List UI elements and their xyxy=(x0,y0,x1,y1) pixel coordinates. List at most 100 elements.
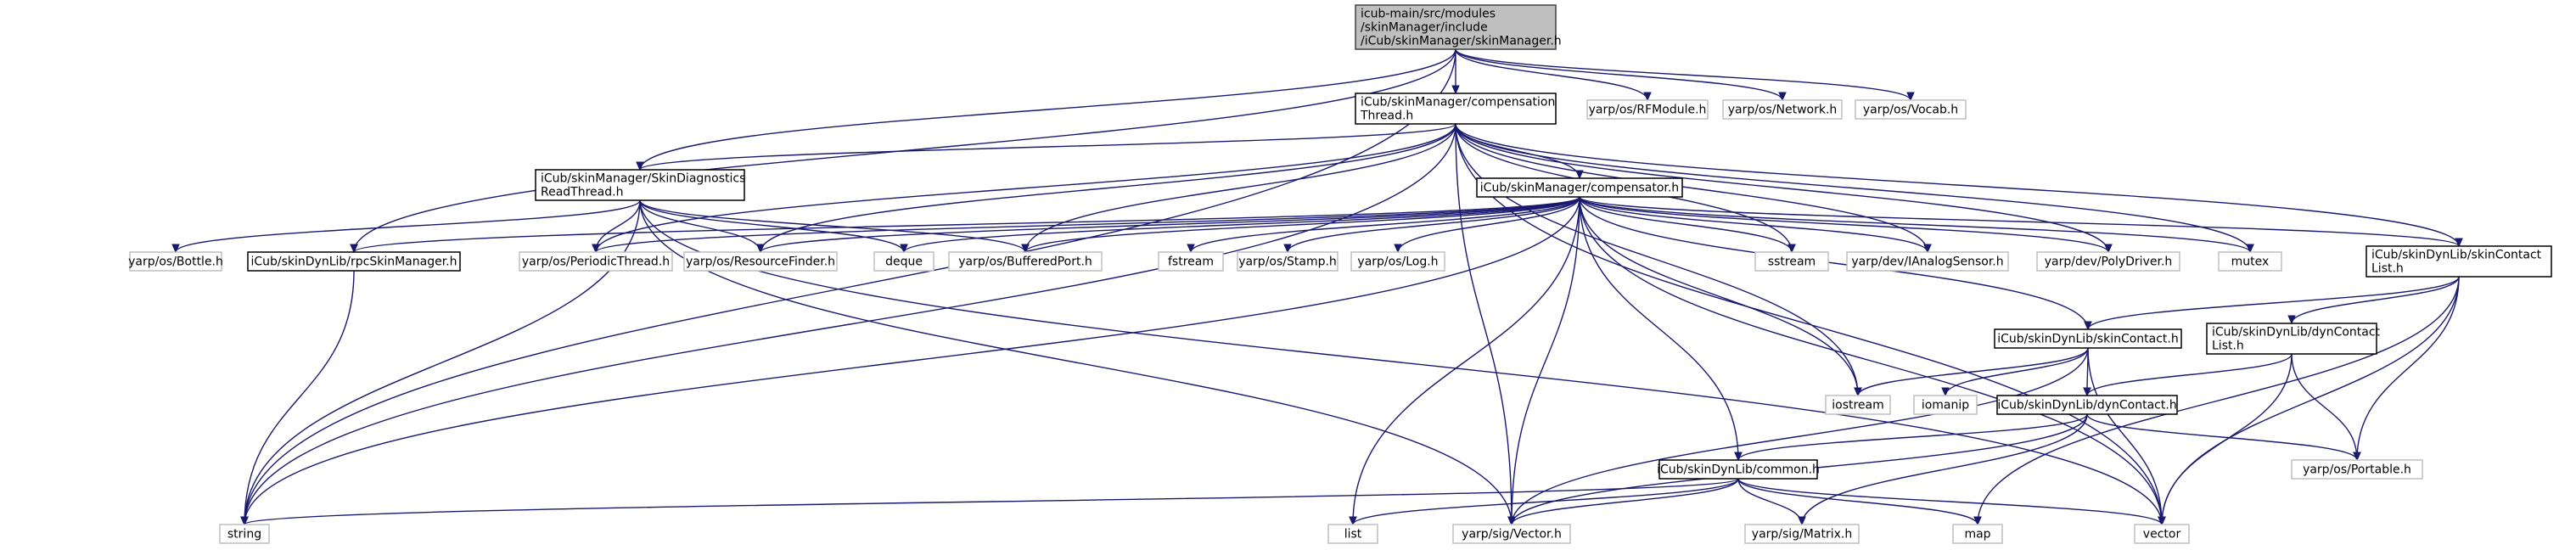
node-polydriver[interactable]: yarp/dev/PolyDriver.h xyxy=(2036,251,2180,272)
node-deque-label-line-0: deque xyxy=(885,255,923,269)
node-rfmodule-box xyxy=(1586,99,1709,120)
node-mutex-label-line-0: mutex xyxy=(2231,255,2270,269)
node-iomanip[interactable]: iomanip xyxy=(1913,395,1978,415)
node-diagThread-label-line-1: ReadThread.h xyxy=(541,186,623,199)
edge-diagThread-to-string xyxy=(244,199,641,525)
node-ianalog[interactable]: yarp/dev/IAnalogSensor.h xyxy=(1846,251,2009,272)
node-vector_sig[interactable]: yarp/sig/Vector.h xyxy=(1452,524,1571,544)
node-compensator-label-line-0: iCub/skinManager/compensator.h xyxy=(1480,182,1679,195)
node-ianalog-label-line-0: yarp/dev/IAnalogSensor.h xyxy=(1851,255,2003,269)
edge-compThread-to-skinContactList xyxy=(1455,123,2460,247)
edge-skinContactList-to-map xyxy=(1977,276,2460,525)
node-mutex[interactable]: mutex xyxy=(2218,251,2282,272)
arrowhead-dynContactList-to-dynContact xyxy=(2083,387,2091,397)
node-vocab[interactable]: yarp/os/Vocab.h xyxy=(1855,99,1967,120)
edge-root-to-network xyxy=(1455,48,1783,101)
edge-skinContactList-to-vector xyxy=(2161,276,2460,525)
node-matrix-label-line-0: yarp/sig/Matrix.h xyxy=(1752,528,1852,542)
node-skinContact[interactable]: iCub/skinDynLib/skinContact.h xyxy=(1994,328,2182,349)
arrowhead-compensator-to-polydriver xyxy=(2104,244,2113,254)
node-sstream[interactable]: sstream xyxy=(1754,251,1829,272)
arrowhead-root-to-vocab xyxy=(1906,92,1915,102)
arrowhead-compensator-to-skinContactList xyxy=(2455,238,2463,248)
arrowhead-compensator-to-stamp xyxy=(1283,244,1292,254)
node-common[interactable]: iCub/skinDynLib/common.h xyxy=(1657,459,1820,480)
arrowhead-compensator-to-sstream xyxy=(1787,244,1796,254)
node-log[interactable]: yarp/os/Log.h xyxy=(1350,251,1445,272)
node-network-box xyxy=(1722,99,1843,120)
node-ianalog-box xyxy=(1846,251,2009,272)
edge-root-to-vocab xyxy=(1455,48,1911,101)
node-diagThread-box xyxy=(535,169,745,201)
edge-root-to-diagThread xyxy=(639,48,1456,171)
edge-compThread-to-iostream xyxy=(1455,123,1859,396)
node-bufport[interactable]: yarp/os/BufferedPort.h xyxy=(948,251,1103,272)
node-compensator[interactable]: iCub/skinManager/compensator.h xyxy=(1476,177,1683,198)
node-vector_sig-label-line-0: yarp/sig/Vector.h xyxy=(1462,528,1562,542)
node-portable[interactable]: yarp/os/Portable.h xyxy=(2291,459,2423,480)
node-string[interactable]: string xyxy=(219,524,270,544)
edge-diagThread-to-bufport xyxy=(639,199,1026,253)
node-vector-box xyxy=(2134,524,2190,544)
node-dynContactList-label-line-1: List.h xyxy=(2212,340,2244,353)
edge-compThread-to-periodic xyxy=(595,123,1456,253)
edge-compensator-to-polydriver xyxy=(1579,196,2109,253)
node-dynContact[interactable]: iCub/skinDynLib/dynContact.h xyxy=(1996,395,2178,415)
node-rpcSkin[interactable]: iCub/skinDynLib/rpcSkinManager.h xyxy=(247,251,461,272)
node-stamp-label-line-0: yarp/os/Stamp.h xyxy=(1238,255,1337,269)
node-common-box xyxy=(1658,459,1818,480)
edge-common-to-list xyxy=(1352,478,1739,525)
node-iomanip-box xyxy=(1913,395,1978,415)
node-periodic[interactable]: yarp/os/PeriodicThread.h xyxy=(519,251,673,272)
node-stamp-box xyxy=(1237,251,1339,272)
edge-diagThread-to-bottle xyxy=(175,199,641,253)
node-root[interactable]: icub-main/src/modules/skinManager/includ… xyxy=(1355,4,1562,50)
edge-compThread-to-resfinder xyxy=(760,123,1456,253)
node-dynContact-label-line-0: iCub/skinDynLib/dynContact.h xyxy=(1997,399,2176,412)
node-fstream[interactable]: fstream xyxy=(1158,251,1224,272)
node-skinContact-label-line-0: iCub/skinDynLib/skinContact.h xyxy=(1997,333,2179,346)
node-bottle-box xyxy=(129,251,222,272)
node-string-label-line-0: string xyxy=(227,528,261,542)
node-stamp[interactable]: yarp/os/Stamp.h xyxy=(1237,251,1339,272)
edge-compensator-to-log xyxy=(1397,196,1580,253)
arrowhead-dynContact-to-portable xyxy=(2353,452,2361,462)
graph-edges xyxy=(171,48,2463,526)
arrowhead-common-to-vector_sig xyxy=(1507,516,1516,526)
edge-skinContactList-to-dynContactList xyxy=(2291,276,2460,324)
node-dynContactList-box xyxy=(2206,323,2377,355)
node-compThread-label-line-0: iCub/skinManager/compensation xyxy=(1361,96,1555,109)
node-deque-box xyxy=(873,251,934,272)
edge-dynContactList-to-vector xyxy=(2161,353,2293,525)
node-rfmodule[interactable]: yarp/os/RFModule.h xyxy=(1586,99,1709,120)
arrowhead-common-to-string xyxy=(240,516,249,526)
node-iostream[interactable]: iostream xyxy=(1825,395,1891,415)
arrowhead-compensator-to-mutex xyxy=(2246,244,2254,254)
node-resfinder[interactable]: yarp/os/ResourceFinder.h xyxy=(683,251,838,272)
node-map[interactable]: map xyxy=(1952,524,2003,544)
arrowhead-skinContactList-to-skinContact xyxy=(2084,321,2092,331)
edge-compensator-to-bufport xyxy=(1024,196,1580,253)
edge-compThread-to-vector_sig xyxy=(1455,123,1512,525)
arrowhead-compensator-to-deque xyxy=(900,244,908,254)
node-bottle[interactable]: yarp/os/Bottle.h xyxy=(128,251,223,272)
node-matrix-box xyxy=(1744,524,1860,544)
node-root-box xyxy=(1355,4,1557,50)
node-deque[interactable]: deque xyxy=(873,251,934,272)
edge-compensator-to-ianalog xyxy=(1579,196,1928,253)
node-vector[interactable]: vector xyxy=(2134,524,2190,544)
node-compThread-box xyxy=(1355,93,1557,125)
node-matrix[interactable]: yarp/sig/Matrix.h xyxy=(1744,524,1860,544)
node-network[interactable]: yarp/os/Network.h xyxy=(1722,99,1843,120)
arrowhead-compThread-to-diagThread xyxy=(636,161,644,171)
arrowhead-common-to-matrix xyxy=(1798,516,1806,526)
node-diagThread[interactable]: iCub/skinManager/SkinDiagnosticsReadThre… xyxy=(535,169,745,201)
edge-skinContactList-to-skinContact xyxy=(2087,276,2460,330)
node-list[interactable]: list xyxy=(1327,524,1378,544)
node-fstream-box xyxy=(1158,251,1224,272)
node-root-label-line-1: /skinManager/include xyxy=(1361,21,1488,35)
